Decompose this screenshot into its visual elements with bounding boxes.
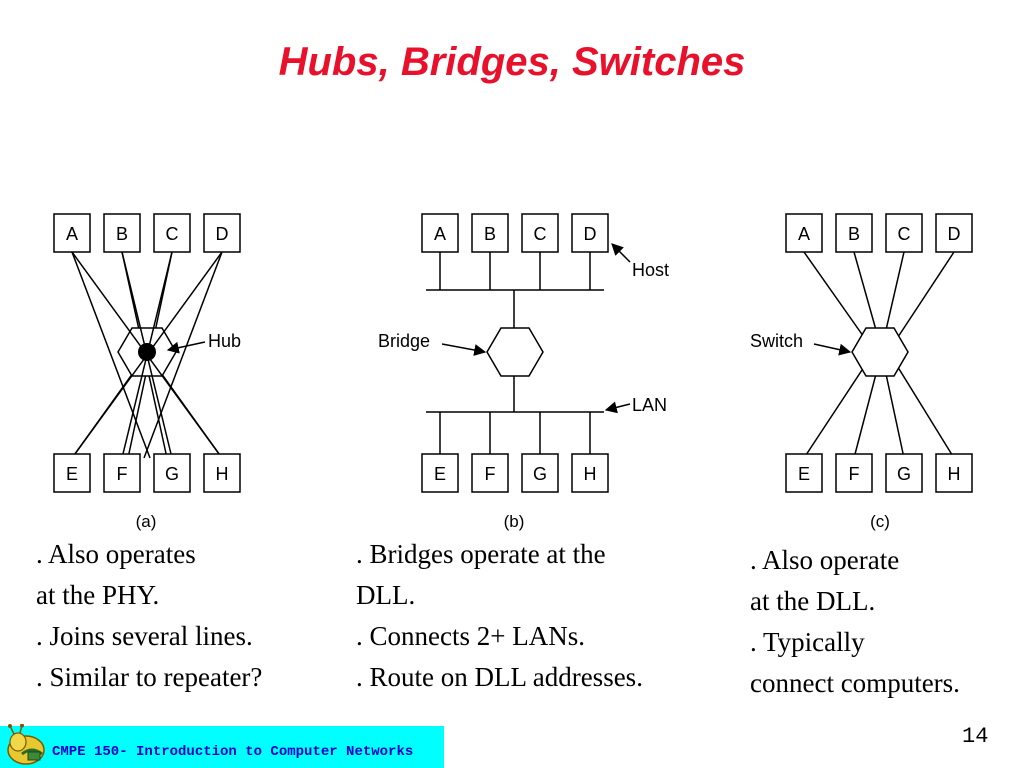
host-label: F: [849, 464, 860, 484]
host-label: D: [584, 224, 597, 244]
host-box: [203, 213, 241, 253]
host-box: [421, 213, 459, 253]
hub-label: Hub: [208, 331, 241, 351]
host-box: [885, 213, 923, 253]
host-box: [935, 213, 973, 253]
note-line: . Connects 2+ LANs.: [356, 621, 585, 651]
host-label: G: [165, 464, 179, 484]
host-label: H: [584, 464, 597, 484]
note-line: . Bridges operate at the: [356, 539, 606, 569]
host-box: [935, 453, 973, 493]
bridge-top-hosts: A B C D: [421, 213, 609, 253]
hub-link-a: [71, 251, 151, 459]
hub-diagram: A B C D E F G H Hub (a): [53, 213, 241, 531]
switch-label: Switch: [750, 331, 803, 351]
host-box: [203, 453, 241, 493]
host-box: [571, 453, 609, 493]
host-label: H: [948, 464, 961, 484]
host-box: [835, 213, 873, 253]
host-label: E: [798, 464, 810, 484]
host-label: C: [898, 224, 911, 244]
slug-mascot-icon: [7, 724, 45, 765]
host-label: E: [66, 464, 78, 484]
switch-hexagon: [851, 327, 909, 377]
host-box: [103, 453, 141, 493]
note-line: DLL.: [356, 580, 416, 610]
host-box: [571, 213, 609, 253]
lan-pointer-arrow: [604, 401, 631, 414]
host-pointer-arrow: [611, 243, 631, 263]
host-label: D: [948, 224, 961, 244]
bridge-notes: . Bridges operate at the DLL. . Connects…: [356, 534, 643, 698]
note-line: . Typically: [750, 627, 865, 657]
host-box: [785, 213, 823, 253]
host-box: [53, 453, 91, 493]
host-label: F: [117, 464, 128, 484]
host-box: [153, 453, 191, 493]
note-line: . Route on DLL addresses.: [356, 662, 643, 692]
note-line: . Similar to repeater?: [36, 662, 263, 692]
course-title: CMPE 150- Introduction to Computer Netwo…: [52, 744, 414, 760]
switch-diagram: A B C D E F G H Switch (c): [750, 213, 973, 531]
host-box: [153, 213, 191, 253]
switch-notes: . Also operate at the DLL. . Typically c…: [750, 540, 960, 704]
host-label: B: [116, 224, 128, 244]
host-box: [521, 213, 559, 253]
host-box: [835, 453, 873, 493]
host-label: A: [434, 224, 446, 244]
bridge-label: Bridge: [378, 331, 430, 351]
slide-title: Hubs, Bridges, Switches: [278, 40, 746, 84]
note-line: at the PHY.: [36, 580, 160, 610]
note-line: connect computers.: [750, 668, 960, 698]
switch-bottom-hosts: E F G H: [785, 453, 973, 493]
host-label: C: [534, 224, 547, 244]
bridge-diagram: A B C D E F G H Host Bridge LAN (b): [378, 213, 669, 531]
switch-pointer-arrow: [813, 343, 852, 356]
host-box: [103, 213, 141, 253]
bridge-bottom-hosts: E F G H: [421, 453, 609, 493]
host-label: H: [216, 464, 229, 484]
hub-bottom-hosts: E F G H: [53, 453, 241, 493]
switch-top-hosts: A B C D: [785, 213, 973, 253]
host-label-callout: Host: [632, 260, 669, 280]
caption-c: (c): [870, 512, 890, 531]
host-box: [885, 453, 923, 493]
host-box: [471, 453, 509, 493]
host-label: E: [434, 464, 446, 484]
note-line: . Joins several lines.: [36, 621, 253, 651]
host-box: [53, 213, 91, 253]
host-box: [471, 213, 509, 253]
host-box: [785, 453, 823, 493]
host-label: C: [166, 224, 179, 244]
footer-bar: [0, 726, 444, 768]
host-label: B: [484, 224, 496, 244]
hub-link-d: [143, 251, 223, 459]
host-box: [521, 453, 559, 493]
page-number: 14: [962, 724, 989, 749]
hub-top-hosts: A B C D: [53, 213, 241, 253]
host-label: A: [66, 224, 78, 244]
lan-label: LAN: [632, 395, 667, 415]
host-label: G: [897, 464, 911, 484]
host-label: G: [533, 464, 547, 484]
host-label: F: [485, 464, 496, 484]
host-box: [421, 453, 459, 493]
hub-pointer-arrow: [166, 341, 206, 354]
host-label: A: [798, 224, 810, 244]
caption-a: (a): [136, 512, 157, 531]
host-label: D: [216, 224, 229, 244]
bridge-pointer-arrow: [441, 343, 487, 356]
host-label: B: [848, 224, 860, 244]
hub-notes: . Also operates at the PHY. . Joins seve…: [36, 534, 262, 698]
note-line: . Also operate: [750, 545, 900, 575]
caption-b: (b): [504, 512, 525, 531]
bridge-hexagon: [486, 327, 544, 377]
note-line: . Also operates: [36, 539, 196, 569]
note-line: at the DLL.: [750, 586, 876, 616]
